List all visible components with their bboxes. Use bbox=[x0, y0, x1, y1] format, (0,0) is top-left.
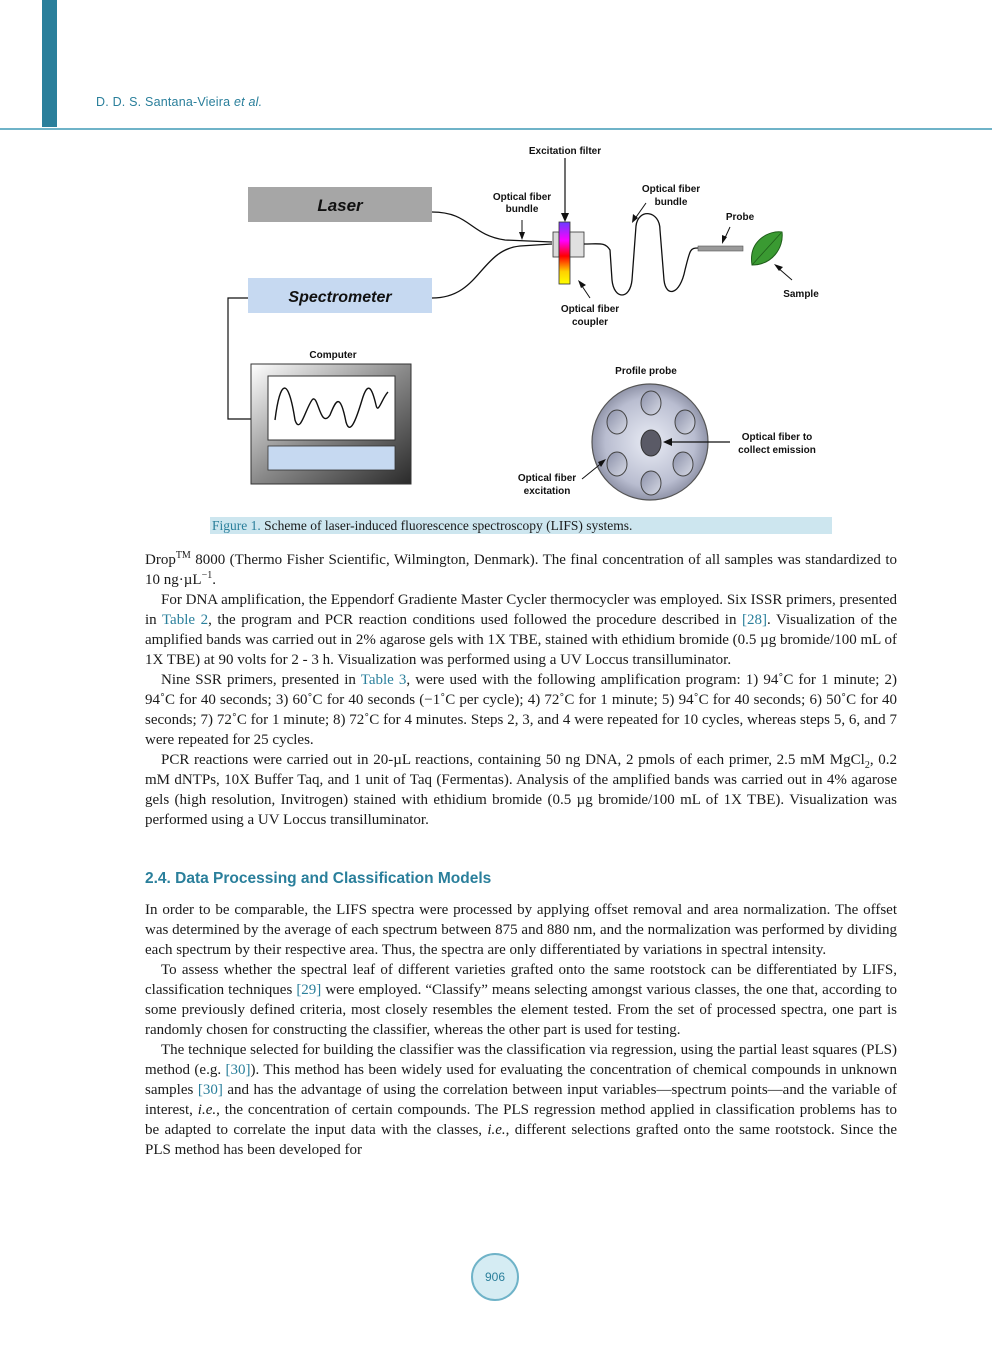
spectrometer-box bbox=[248, 278, 432, 313]
svg-text:Optical fiber: Optical fiber bbox=[518, 473, 576, 484]
spectrometer-label: Spectrometer bbox=[288, 289, 392, 306]
laser-fiber bbox=[431, 211, 553, 243]
paragraph-pls: The technique selected for building the … bbox=[145, 1042, 898, 1158]
ref-28-link[interactable]: [28] bbox=[742, 612, 767, 628]
ref-30-link[interactable]: [30] bbox=[225, 1062, 251, 1078]
spectrometer-fiber bbox=[431, 243, 553, 299]
svg-text:Profile probe: Profile probe bbox=[615, 366, 677, 377]
lifs-scheme-diagram: Laser Spectrometer E bbox=[227, 146, 819, 501]
header-divider bbox=[0, 128, 992, 130]
computer-screen bbox=[267, 375, 396, 441]
collect-fiber bbox=[640, 429, 662, 457]
paragraph-pcr-reactions: PCR reactions were carried out in 20-µL … bbox=[145, 752, 897, 828]
svg-text:bundle: bundle bbox=[506, 204, 539, 215]
figure-1: Laser Spectrometer E bbox=[0, 130, 992, 510]
probe-fiber bbox=[583, 213, 699, 296]
svg-text:bundle: bundle bbox=[655, 197, 688, 208]
coupler-left bbox=[552, 231, 560, 258]
journal-sidebar-bar bbox=[42, 0, 57, 127]
body-paragraphs-top: DropTM 8000 (Thermo Fisher Scientific, W… bbox=[145, 550, 897, 830]
body-paragraphs-section: In order to be comparable, the LIFS spec… bbox=[145, 900, 897, 1160]
paragraph-dna-amplification: For DNA amplification, the Eppendorf Gra… bbox=[145, 592, 897, 668]
paragraph-ssr-primers: Nine SSR primers, presented in Table 3, … bbox=[145, 672, 897, 748]
svg-text:Probe: Probe bbox=[726, 212, 755, 223]
svg-text:collect emission: collect emission bbox=[738, 445, 816, 456]
svg-text:Excitation filter: Excitation filter bbox=[529, 146, 601, 157]
svg-text:Optical fiber: Optical fiber bbox=[642, 184, 700, 195]
svg-text:Sample: Sample bbox=[783, 289, 819, 300]
spectrum-curve bbox=[274, 387, 389, 428]
svg-text:excitation: excitation bbox=[524, 486, 571, 497]
page-number-badge: 906 bbox=[471, 1253, 519, 1301]
computer-panel bbox=[267, 445, 396, 471]
ref-30-link-2[interactable]: [30] bbox=[197, 1082, 223, 1098]
svg-text:coupler: coupler bbox=[572, 317, 608, 328]
section-heading: 2.4. Data Processing and Classification … bbox=[145, 870, 492, 887]
excitation-filter bbox=[558, 221, 571, 285]
svg-text:Optical fiber: Optical fiber bbox=[493, 192, 551, 203]
svg-text:Computer: Computer bbox=[309, 350, 356, 361]
laser-label: Laser bbox=[317, 196, 364, 215]
ref-29-link[interactable]: [29] bbox=[296, 982, 322, 998]
coupler-right bbox=[569, 231, 585, 258]
table-3-link[interactable]: Table 3 bbox=[360, 672, 407, 688]
svg-text:Optical fiber: Optical fiber bbox=[561, 304, 619, 315]
svg-text:Optical fiber to: Optical fiber to bbox=[742, 432, 813, 443]
laser-box bbox=[248, 187, 432, 222]
paragraph-drop: DropTM 8000 (Thermo Fisher Scientific, W… bbox=[145, 550, 897, 589]
running-header-authors: D. D. S. Santana-Vieira et al. bbox=[96, 95, 263, 109]
leaf-sample bbox=[751, 231, 783, 266]
paragraph-offset: In order to be comparable, the LIFS spec… bbox=[145, 902, 897, 958]
table-2-link[interactable]: Table 2 bbox=[161, 612, 209, 628]
figure-caption: Figure 1. Scheme of laser-induced fluore… bbox=[210, 517, 832, 534]
paragraph-classification: To assess whether the spectral leaf of d… bbox=[145, 962, 897, 1038]
probe-rod bbox=[697, 245, 744, 252]
